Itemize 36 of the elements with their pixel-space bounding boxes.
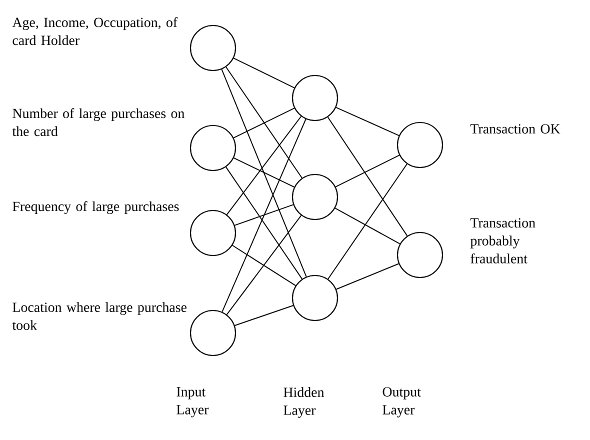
layer-label: Hidden Layer <box>284 387 324 418</box>
connection-line <box>336 106 400 136</box>
node-label: Location where large purchase took <box>12 302 186 330</box>
connection-line <box>225 166 303 280</box>
connection-line <box>327 116 408 236</box>
connection-line <box>226 116 302 216</box>
connection-line <box>335 154 400 188</box>
layer-label: Output Layer <box>382 387 421 418</box>
layer-label: Input Layer <box>176 387 209 418</box>
node-label: Age, Income, Occupation, of card Holder <box>12 17 178 46</box>
node-label: Transaction OK <box>470 124 560 134</box>
neuron-circle <box>396 122 444 168</box>
connection-line <box>226 66 302 178</box>
connection-line <box>232 244 296 286</box>
connection-line <box>222 118 306 312</box>
neuron-circle <box>190 210 236 256</box>
node-label: Transaction probably fraudulent <box>470 218 536 264</box>
neuron-circle <box>396 232 444 278</box>
neuron-circle <box>292 174 338 220</box>
connection-line <box>233 157 295 188</box>
connection-line <box>336 263 400 290</box>
neuron-circle <box>190 310 236 356</box>
neuron-circle <box>292 274 338 322</box>
neuron-circle <box>190 24 236 72</box>
connection-line <box>234 304 294 326</box>
connection-line <box>221 68 307 278</box>
connection-line <box>226 214 302 316</box>
connection-line <box>233 108 295 138</box>
node-label: Frequency of large purchases <box>12 201 179 214</box>
node-label: Number of large purchases on the card <box>12 108 184 136</box>
neuron-circle <box>292 74 338 122</box>
connection-line <box>328 164 408 280</box>
connection-line <box>234 204 294 226</box>
connection-line <box>334 208 400 244</box>
connection-line <box>233 58 295 88</box>
neuron-circle <box>190 124 236 172</box>
